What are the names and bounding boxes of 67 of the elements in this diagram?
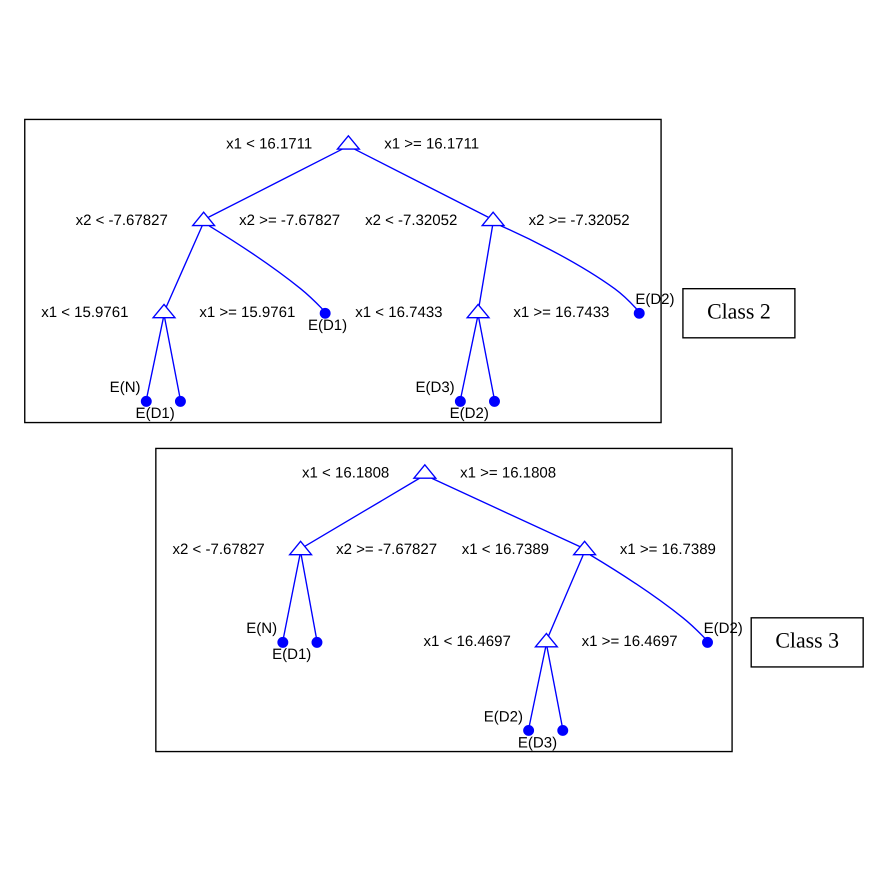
- node-label: x2 < -7.67827: [172, 541, 265, 558]
- node-circle: [140, 396, 152, 407]
- node-label: x2 < -7.32052: [365, 212, 458, 229]
- node-label: E(D1): [272, 646, 312, 664]
- node-circle: [312, 636, 322, 648]
- node-circle: [702, 636, 713, 648]
- node-label: x1 < 15.9761: [41, 304, 128, 322]
- connector: [478, 226, 494, 306]
- node-triangle: [480, 211, 506, 226]
- node-triangle: [466, 303, 490, 318]
- node-label: E(D2): [484, 708, 523, 726]
- node-label: x2 >= -7.67827: [239, 212, 340, 229]
- connector: [300, 554, 318, 638]
- node-box: Class 3: [750, 617, 864, 668]
- node-triangle: [412, 464, 438, 479]
- node-label: x1 < 16.7433: [355, 304, 443, 322]
- node-circle: [454, 396, 466, 407]
- connector: [164, 318, 180, 396]
- node-circle: [557, 724, 568, 736]
- connector: [208, 148, 342, 218]
- node-label: E(D3): [415, 379, 455, 396]
- node-triangle: [152, 303, 176, 318]
- node-triangle: [572, 540, 597, 556]
- node-triangle: [288, 540, 313, 556]
- node-label: x2 >= -7.67827: [336, 541, 438, 558]
- node-label: x1 < 16.1808: [302, 464, 390, 482]
- connector: [354, 148, 489, 218]
- node-label: x1 >= 16.7389: [620, 541, 716, 558]
- node-circle: [320, 308, 331, 319]
- node-circle: [634, 308, 645, 319]
- connector: [166, 226, 203, 308]
- connector: [546, 646, 563, 726]
- node-label: x1 >= 16.4697: [582, 633, 678, 650]
- node-triangle: [336, 134, 361, 150]
- node-label: x2 >= -7.32052: [528, 212, 630, 229]
- connector: [460, 318, 478, 397]
- connector: [528, 646, 546, 726]
- node-label: x2 < -7.67827: [76, 212, 168, 229]
- node-circle: [277, 636, 288, 648]
- node-circle: [174, 396, 186, 407]
- node-circle: [523, 724, 534, 736]
- node-label: E(N): [110, 379, 141, 396]
- node-label: E(N): [246, 620, 278, 638]
- connector: [146, 318, 164, 397]
- connector: [208, 225, 323, 310]
- node-label: E(D1): [308, 317, 348, 334]
- node-label: E(D3): [518, 734, 558, 752]
- connector: [304, 478, 420, 547]
- node-label: x1 < 16.7389: [462, 541, 550, 558]
- node-label: x1 >= 15.9761: [199, 304, 296, 322]
- connector: [431, 478, 580, 548]
- connector: [282, 554, 301, 638]
- connector: [478, 318, 494, 396]
- connector: [548, 554, 584, 636]
- node-triangle: [534, 632, 559, 648]
- node-box: Class 2: [682, 288, 796, 339]
- node-label: E(D2): [450, 405, 489, 422]
- node-triangle: [191, 211, 216, 226]
- node-label: x1 >= 16.1808: [460, 464, 556, 482]
- node-label: x1 < 16.1711: [226, 135, 312, 152]
- node-circle: [489, 396, 500, 407]
- connector: [500, 225, 638, 310]
- node-label: x1 >= 16.1711: [384, 135, 480, 152]
- node-label: x1 >= 16.7433: [513, 304, 610, 322]
- node-label: E(D1): [136, 405, 175, 422]
- node-label: x1 < 16.4697: [424, 633, 511, 650]
- connector: [590, 554, 706, 639]
